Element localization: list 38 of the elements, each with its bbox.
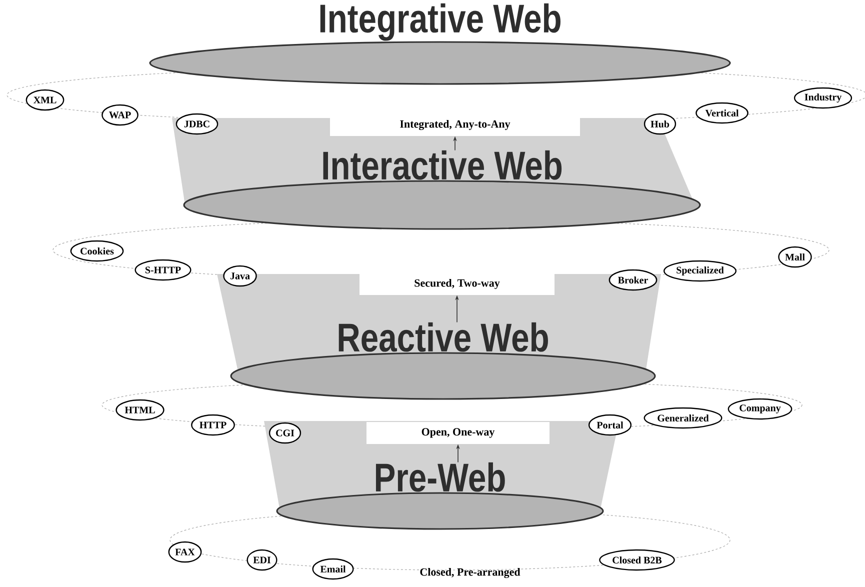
node-label: Pre-Web [376,462,505,492]
platform-disc: Interactive Web [183,150,701,230]
keyword-oval: XML [26,89,64,111]
node-label: Interactive Web [323,150,562,180]
keyword-oval: Email [312,558,354,580]
keyword-oval: Cookies [70,240,124,262]
platform-disc: Integrative Web [149,3,731,85]
keyword-oval: Company [728,398,792,420]
platform-disc: Pre-Web [276,462,604,530]
keyword-oval: HTTP [191,414,235,436]
keyword-oval: Generalized [644,407,722,429]
node-label: Reactive Web [338,322,548,352]
keyword-oval: WAP [102,104,138,126]
keyword-oval: EDI [246,549,278,571]
keyword-oval: Portal [588,414,632,436]
node-label: EDI [253,556,271,564]
keyword-oval: FAX [168,541,202,563]
keyword-oval: JDBC [176,113,218,135]
keyword-oval: Specialized [664,260,736,282]
caption-text: Closed, Pre-arranged [420,568,520,578]
keyword-oval: Hub [644,113,676,135]
keyword-oval: Industry [794,87,852,109]
node-label: Email [320,565,346,573]
node-label: Closed B2B [612,556,662,564]
band-label: Integrated, Any-to-Any [330,114,580,136]
keyword-oval: Java [223,265,257,287]
keyword-oval: Mall [778,246,812,268]
node-label: Industry [804,93,842,103]
platform-disc: Reactive Web [230,322,656,400]
keyword-oval: S-HTTP [134,259,192,281]
keyword-oval: Closed B2B [599,549,675,571]
keyword-oval: CGI [268,422,302,444]
band-label: Open, One-way [366,422,550,444]
keyword-oval: Broker [608,269,658,291]
node-label: Integrative Web [320,3,560,41]
band-label: Secured, Two-way [360,273,554,295]
keyword-oval: Vertical [696,102,748,124]
keyword-oval: HTML [116,399,164,421]
